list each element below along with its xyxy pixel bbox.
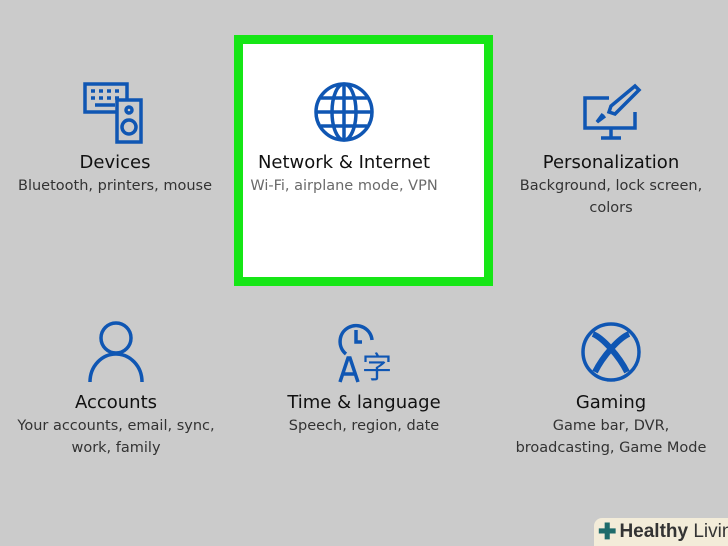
settings-devices[interactable]: Devices Bluetooth, printers, mouse bbox=[0, 80, 235, 197]
watermark-light: Living bbox=[693, 521, 728, 542]
network-desc: Wi-Fi, airplane mode, VPN bbox=[250, 178, 438, 194]
personalization-icon bbox=[583, 83, 642, 140]
network-title: Network & Internet bbox=[257, 152, 431, 173]
gaming-title: Gaming bbox=[575, 392, 647, 413]
settings-personalization[interactable]: Personalization Background, lock screen,… bbox=[491, 80, 728, 219]
desc-line: Game bar, DVR, bbox=[552, 418, 670, 434]
personalization-title: Personalization bbox=[542, 152, 680, 173]
desc-line: work, family bbox=[71, 440, 161, 456]
xbox-icon bbox=[581, 322, 641, 382]
time-language-title: Time & language bbox=[287, 392, 441, 413]
watermark-logo: ✚ Healthy Living bbox=[594, 518, 728, 546]
settings-gaming[interactable]: Gaming Game bar, DVR, broadcasting, Game … bbox=[491, 320, 728, 459]
desc-line: Background, lock screen, bbox=[519, 178, 703, 194]
settings-time-language[interactable]: 字 Time & language Speech, region, date bbox=[244, 320, 484, 437]
time-language-icon: 字 bbox=[338, 323, 392, 384]
time-language-desc: Speech, region, date bbox=[288, 418, 440, 434]
accounts-desc: Your accounts, email, sync, work, family bbox=[0, 415, 236, 459]
settings-accounts[interactable]: Accounts Your accounts, email, sync, work… bbox=[0, 320, 236, 459]
devices-icon bbox=[83, 82, 143, 144]
desc-line: broadcasting, Game Mode bbox=[515, 440, 707, 456]
person-icon bbox=[88, 321, 144, 383]
svg-text:字: 字 bbox=[362, 351, 392, 384]
gaming-desc: Game bar, DVR, broadcasting, Game Mode bbox=[491, 415, 728, 459]
globe-icon bbox=[314, 82, 374, 142]
desc-line: colors bbox=[589, 200, 633, 216]
plus-leaf-icon: ✚ bbox=[598, 519, 617, 544]
settings-network-internet-highlighted[interactable]: Network & Internet Wi-Fi, airplane mode,… bbox=[234, 35, 493, 286]
watermark-bold: Healthy bbox=[619, 521, 689, 542]
devices-title: Devices bbox=[79, 152, 151, 173]
devices-desc: Bluetooth, printers, mouse bbox=[18, 178, 212, 194]
desc-line: Your accounts, email, sync, bbox=[17, 418, 215, 434]
accounts-title: Accounts bbox=[74, 392, 158, 413]
personalization-desc: Background, lock screen, colors bbox=[491, 175, 728, 219]
